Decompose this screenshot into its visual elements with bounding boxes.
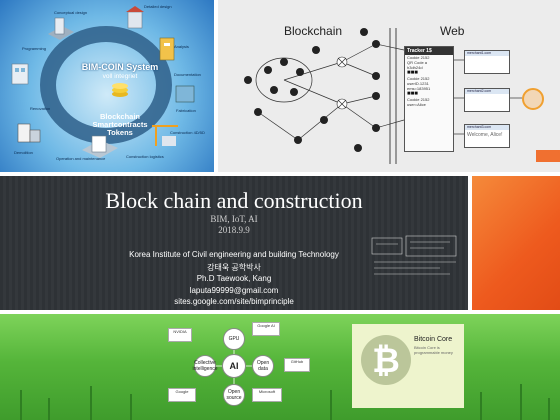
merchant-site: merchant3.com Welcome, Alice! (464, 124, 510, 148)
node-ai: AI (222, 354, 246, 378)
logo-google-ai: Google AI (252, 322, 280, 336)
building-icon (17, 123, 41, 143)
tracker-line: Cookie 2152 (407, 97, 430, 102)
blockchain-web-slide: Blockchain Web Tracker 1$ Coo (218, 0, 560, 172)
building-icon (159, 37, 175, 61)
merchant-text: Welcome, Alice! (467, 132, 503, 138)
tracker-line: ems=183951 (407, 86, 431, 91)
logo-microsoft: Microsoft (252, 388, 282, 402)
bim-coin-line1: Blockchain (99, 112, 140, 121)
tracker-line: h3dh24d (407, 65, 423, 70)
tracker-line: Cookie 2152 (407, 55, 430, 60)
tracker-line: userID.1231 (407, 81, 429, 86)
building-icon (82, 135, 118, 158)
merchant-url: merchant3.com (465, 125, 509, 130)
stage-label: Documentation (174, 72, 201, 77)
blockchain-heading: Blockchain (284, 24, 343, 38)
accent-tag (536, 150, 560, 162)
title-slide: Block chain and construction BIM, IoT, A… (0, 176, 468, 310)
bitcoin-icon: ₿ (361, 335, 411, 385)
stage-label: Conceptual design (54, 10, 88, 15)
logo-google: Google (168, 388, 196, 402)
author-site: sites.google.com/site/bimprinciple (174, 297, 294, 306)
stage-label: Operation and maintenance (56, 156, 106, 161)
orange-slide (472, 176, 560, 310)
building-icon (11, 63, 29, 85)
tracker-panel: Tracker 1$ Cookie 2152 QR Code a h3dh24d… (404, 46, 454, 152)
bim-coin-line3: Tokens (107, 128, 133, 137)
slide-date: 2018.9.9 (218, 225, 250, 235)
stage-label: Programming (22, 46, 47, 51)
user-avatar (522, 88, 544, 110)
svg-text:₿: ₿ (372, 342, 400, 380)
stage-label: Construction 4D/5D (170, 130, 205, 135)
tracker-line: user=Alice (407, 102, 426, 107)
node-gpu: GPU (223, 328, 245, 350)
node-collective-intelligence: Collective intelligence (193, 355, 218, 377)
sketch-drawing (371, 235, 457, 275)
mind-map: GPU Collective intelligence AI Open data… (166, 318, 316, 418)
merchant-site: merchant1.com (464, 50, 510, 74)
building-icon (175, 85, 195, 103)
logo-github: GitHub (284, 358, 310, 372)
author-email: laputa99999@gmail.com (189, 286, 279, 295)
bitcoin-subtitle: Bitcoin Core is programmable money (414, 345, 453, 355)
stage-label: Analysis (174, 44, 189, 49)
stage-label: Renovation (30, 106, 51, 111)
stage-label: Fabrication (176, 108, 196, 113)
crane-icon (152, 125, 178, 146)
mind-map-slide: GPU Collective intelligence AI Open data… (0, 314, 560, 420)
bim-coin-center: BIM-COIN System voll integriet Blockchai… (72, 62, 168, 137)
slide-subtitle: BIM, IoT, AI (210, 214, 258, 224)
slide-title: Block chain and construction (105, 188, 363, 213)
merchant-url: merchant2.com (465, 89, 509, 94)
node-open-data: Open data (252, 355, 274, 377)
merchant-text (465, 94, 509, 98)
building-icon (126, 6, 144, 29)
stage-label: Construction logistics (126, 154, 164, 159)
institute-name: Korea Institute of Civil engineering and… (129, 250, 339, 259)
merchant-url: merchant1.com (465, 51, 509, 56)
building-icon (48, 17, 74, 40)
logo-nvidia: NVIDIA (168, 328, 192, 342)
blockchain-network (244, 28, 522, 164)
author-korean: 강태욱 공학박사 (207, 263, 261, 272)
tracker-line: Cookie 2152 (407, 76, 430, 81)
web-heading: Web (440, 24, 465, 38)
tracker-header: Tracker 1$ (405, 47, 453, 55)
tracker-separator: ■■■ (407, 91, 418, 97)
bim-coin-line2: Smartcontracts (92, 120, 148, 129)
stage-label: Detailed design (144, 4, 172, 9)
bim-coin-slide: Conceptual design Detailed design Analys… (0, 0, 214, 172)
coin-stack-icon (112, 83, 128, 97)
bitcoin-title: Bitcoin Core (414, 336, 453, 343)
merchant-text (465, 56, 509, 60)
merchant-site: merchant2.com (464, 88, 510, 112)
bitcoin-card: ₿ Bitcoin Core Bitcoin Core is programma… (352, 324, 464, 408)
stage-label: Demolition (14, 150, 33, 155)
node-open-source: Open source (223, 384, 245, 406)
author-name: Ph.D Taewook, Kang (196, 274, 272, 283)
tracker-line: QR Code a (407, 60, 428, 65)
bim-coin-title: BIM-COIN System (81, 62, 159, 72)
bim-coin-subtitle: voll integriet (102, 73, 138, 80)
tracker-separator: ■■■ (407, 70, 418, 76)
